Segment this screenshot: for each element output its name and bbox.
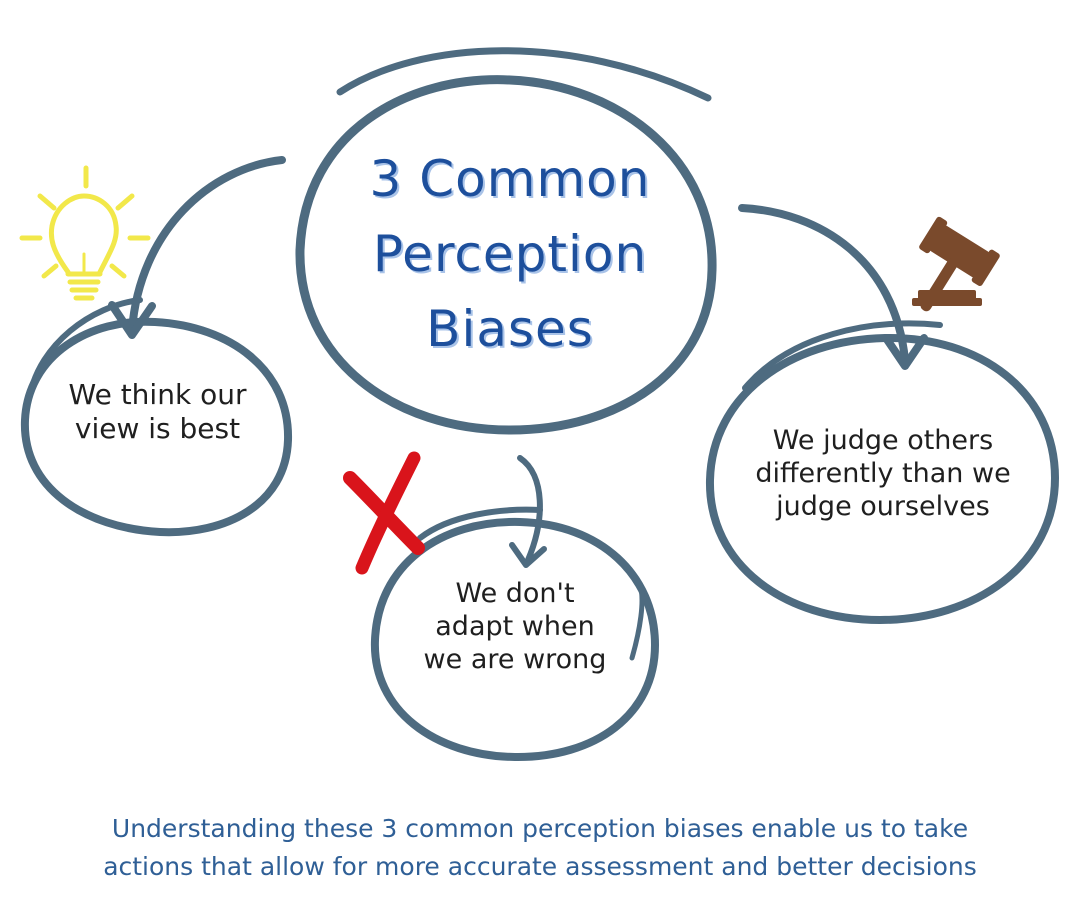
caption-line-2: actions that allow for more accurate ass… <box>103 852 977 881</box>
title-line-1: 3 Common <box>369 150 651 208</box>
bias-bottom-line-3: we are wrong <box>423 643 607 675</box>
arrow-to-bottom <box>509 455 547 568</box>
gavel-icon <box>912 216 1000 312</box>
bias-circle-right <box>705 320 1059 624</box>
arrow-to-left <box>108 156 286 339</box>
bias-right-line-1: We judge others <box>772 425 994 456</box>
bias-circle-left <box>20 297 293 537</box>
bias-bottom-text: We don't adapt when we are wrong <box>390 578 640 677</box>
bias-bottom-line-1: We don't <box>455 578 575 609</box>
bias-bottom-line-2: adapt when <box>435 610 595 642</box>
title-line-3: Biases <box>426 300 594 358</box>
title-line-2: Perception <box>372 225 648 283</box>
bias-circle-bottom <box>370 506 659 762</box>
caption-line-1: Understanding these 3 common perception … <box>111 814 969 843</box>
bias-right-line-2: differently than we <box>755 457 1011 489</box>
arrow-to-right <box>738 204 928 370</box>
lightbulb-icon <box>19 165 151 301</box>
bias-left-line-2: view is best <box>74 412 241 446</box>
bias-right-text: We judge others differently than we judg… <box>728 425 1038 524</box>
red-x-icon <box>343 451 425 575</box>
title-circle <box>295 47 717 435</box>
bias-right-line-3: judge ourselves <box>776 490 990 522</box>
bias-left-line-1: We think our <box>68 378 247 411</box>
bias-left-text: We think our view is best <box>40 378 275 446</box>
